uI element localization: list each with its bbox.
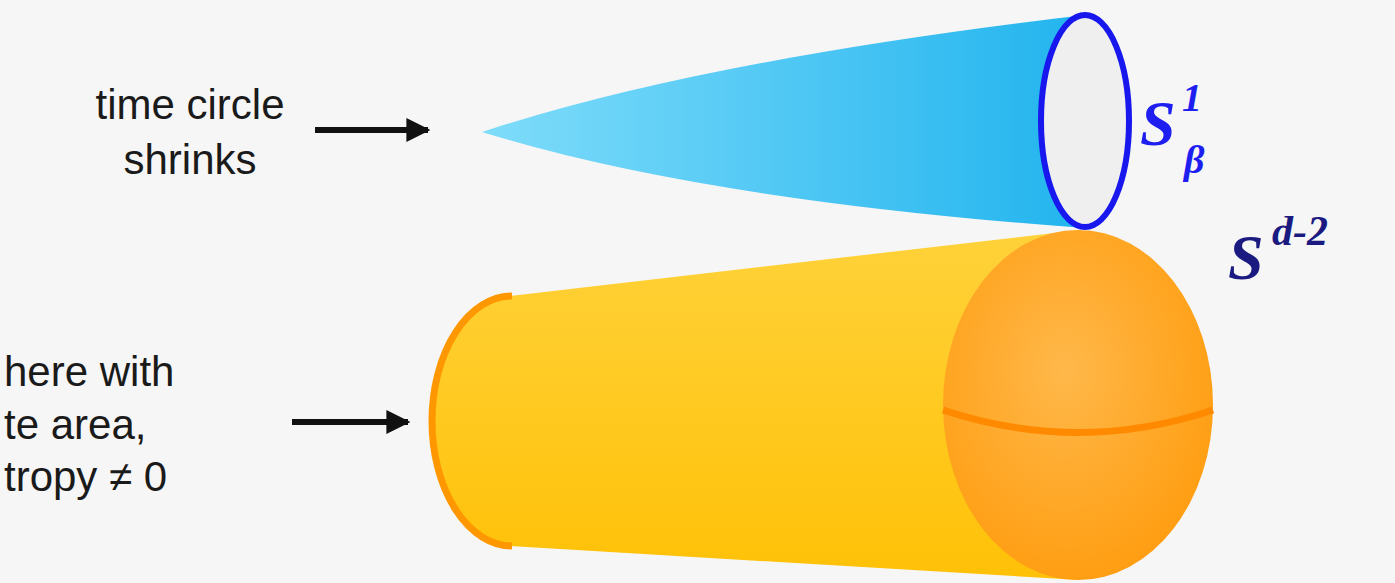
math-subscript: β xyxy=(1184,140,1205,180)
sphere-equator xyxy=(943,410,1213,433)
math-symbol: S xyxy=(1140,92,1176,156)
pointer-arrow xyxy=(292,419,408,425)
time-circle xyxy=(1041,15,1129,227)
sphere xyxy=(943,230,1213,580)
math-symbol: S xyxy=(1228,226,1264,290)
math-superscript: 1 xyxy=(1182,78,1202,118)
math-superscript: d-2 xyxy=(1272,210,1328,252)
time-circle-cone xyxy=(482,15,1085,228)
pointer-arrow xyxy=(315,127,428,133)
annotation: here with te area, tropy ≠ 0 xyxy=(4,346,199,504)
annotation: time circle shrinks xyxy=(60,78,320,187)
tube-end-arc xyxy=(432,296,512,546)
